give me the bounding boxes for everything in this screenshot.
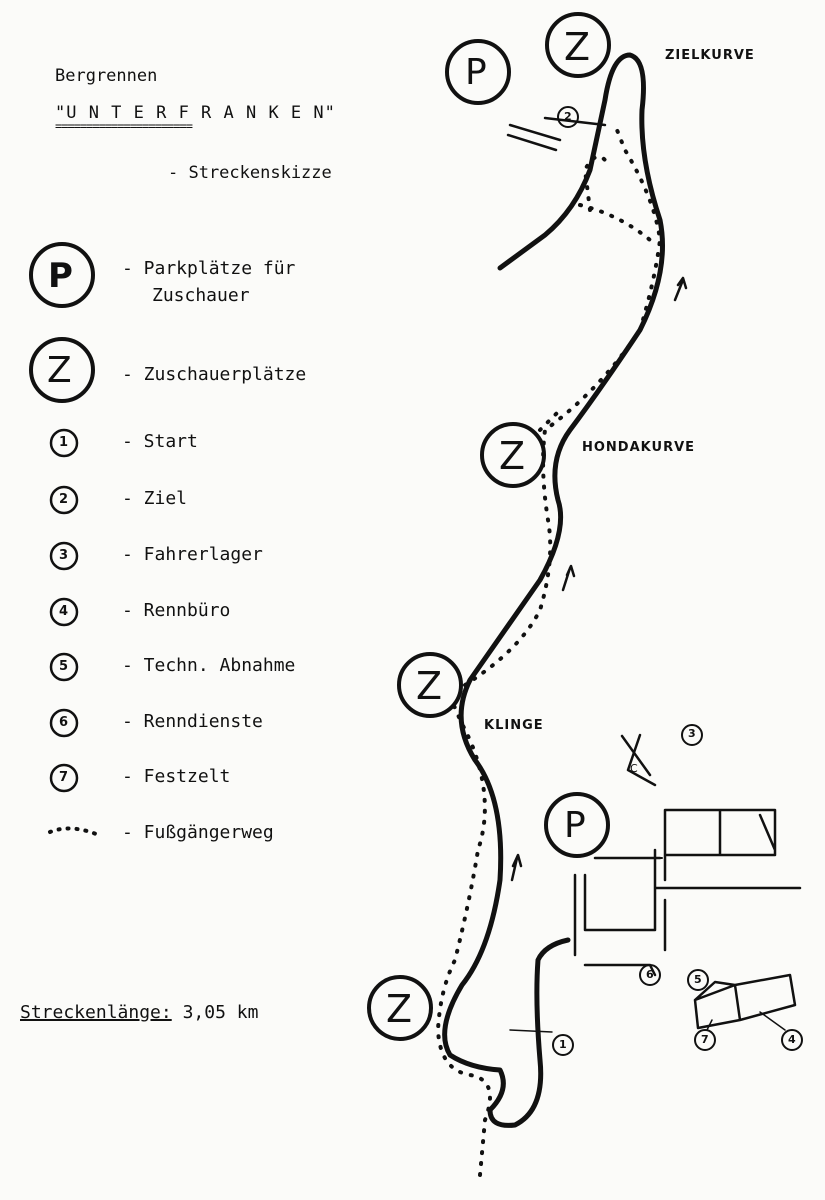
- track-length-value: 3,05 km: [182, 1002, 259, 1023]
- map-finish-marker: 2: [564, 110, 573, 123]
- legend-num-2: 2: [59, 492, 70, 507]
- legend-z-letter: Z: [47, 350, 73, 391]
- map-parking-bottom: P: [564, 805, 587, 846]
- label-zielkurve: ZIELKURVE: [665, 48, 755, 63]
- map-spectator-start: Z: [386, 987, 414, 1031]
- legend-tech-inspection: - Techn. Abnahme: [122, 655, 296, 676]
- event-name: "U N T E R F R A N K E N": [55, 103, 336, 123]
- label-klinge: KLINGE: [484, 718, 544, 733]
- race-track: [442, 52, 665, 1128]
- legend-parking-2: Zuschauer: [152, 285, 250, 306]
- map-race-services-marker: 6: [646, 968, 655, 981]
- footpath-legend-icon: [48, 826, 98, 836]
- track-length: Streckenlänge: 3,05 km: [20, 1002, 258, 1023]
- legend-start: - Start: [122, 431, 198, 452]
- parking-symbol-icon: [29, 242, 95, 308]
- legend-num-3: 3: [59, 548, 70, 563]
- legend-num-5: 5: [59, 659, 70, 674]
- legend-num-7: 7: [59, 770, 70, 785]
- map-tech-inspection-marker: 5: [694, 973, 703, 986]
- legend-festival-tent: - Festzelt: [122, 766, 231, 787]
- title-underline: ======================: [55, 119, 193, 133]
- map-spectator-hondakurve: Z: [499, 434, 527, 478]
- legend-paddock: - Fahrerlager: [122, 544, 263, 565]
- legend-p-letter: P: [48, 256, 74, 296]
- legend-num-1: 1: [59, 435, 70, 450]
- map-paddock-marker: 3: [688, 727, 697, 740]
- footpath: [436, 123, 662, 1177]
- map-spectator-zielkurve: Z: [564, 25, 592, 69]
- legend-footpath: - Fußgängerweg: [122, 822, 274, 843]
- track-length-label: Streckenlänge:: [20, 1002, 172, 1023]
- map-parking-top: P: [465, 52, 488, 93]
- legend-race-services: - Renndienste: [122, 711, 263, 732]
- map-spectator-klinge: Z: [416, 664, 444, 708]
- legend-finish: - Ziel: [122, 488, 188, 509]
- map-festival-tent-marker: 7: [701, 1033, 710, 1046]
- legend-spectator: - Zuschauerplätze: [122, 364, 307, 385]
- label-hondakurve: HONDAKURVE: [582, 440, 696, 455]
- map-start-marker: 1: [559, 1038, 568, 1051]
- subtitle: - Streckenskizze: [168, 163, 332, 183]
- legend-parking: - Parkplätze für: [122, 258, 296, 279]
- map-race-office-marker: 4: [788, 1033, 797, 1046]
- map-c-marker: C: [630, 762, 639, 775]
- legend-num-6: 6: [59, 715, 70, 730]
- spectator-symbol-icon: [29, 337, 95, 403]
- map-title: Bergrennen: [55, 66, 158, 86]
- legend-race-office: - Rennbüro: [122, 600, 231, 621]
- legend-num-4: 4: [59, 604, 70, 619]
